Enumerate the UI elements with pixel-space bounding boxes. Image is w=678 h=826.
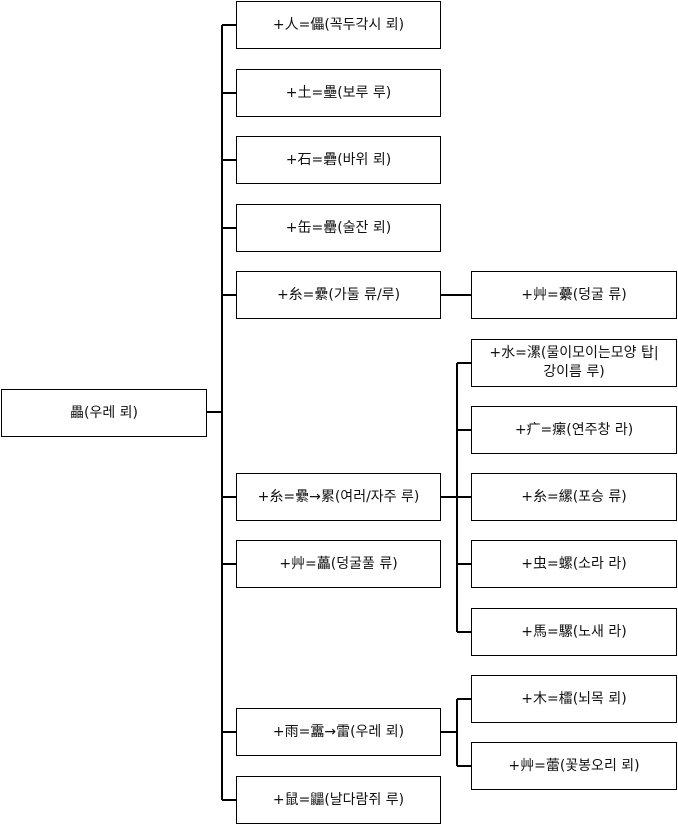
- grandchild-node-6a: +水=漯(물이모이는모양 탑| 강이름 루): [471, 339, 677, 387]
- grandchild-node-5a-label: +艸=虆(덩굴 류): [521, 286, 627, 303]
- child-node-9-label: +鼠=鼺(날다람쥐 루): [272, 791, 405, 808]
- child-node-4: +缶=罍(술잔 뢰): [236, 204, 441, 252]
- grandchild-node-6c-label: +糸=縲(포승 류): [521, 488, 627, 505]
- child-node-5-label: +糸=纍(가둘 류/루): [276, 286, 401, 303]
- child-node-6: +糸=纍→累(여러/자주 루): [236, 473, 441, 521]
- grandchild-node-8b: +艸=蕾(꽃봉오리 뢰): [471, 742, 677, 790]
- grandchild-node-6b: +疒=瘰(연주창 라): [471, 406, 677, 454]
- grandchild-node-6e: +馬=騾(노새 라): [471, 608, 677, 656]
- root-node: 畾(우레 뢰): [1, 389, 207, 437]
- child-node-8: +雨=靁→雷(우레 뢰): [236, 708, 441, 756]
- grandchild-node-6d: +虫=螺(소라 라): [471, 540, 677, 588]
- child-node-8-label: +雨=靁→雷(우레 뢰): [272, 723, 405, 740]
- child-node-6-label: +糸=纍→累(여러/자주 루): [257, 488, 420, 505]
- grandchild-node-6e-label: +馬=騾(노새 라): [521, 623, 627, 640]
- child-node-2: +土=壘(보루 루): [236, 69, 441, 117]
- child-node-3: +石=礨(바위 뢰): [236, 136, 441, 184]
- grandchild-node-8b-label: +艸=蕾(꽃봉오리 뢰): [508, 757, 640, 774]
- child-node-4-label: +缶=罍(술잔 뢰): [285, 219, 392, 236]
- root-node-label: 畾(우레 뢰): [69, 404, 138, 421]
- grandchild-node-6d-label: +虫=螺(소라 라): [521, 555, 627, 572]
- grandchild-node-6c: +糸=縲(포승 류): [471, 473, 677, 521]
- child-node-1: +人=儡(꼭두각시 뢰): [236, 1, 441, 49]
- grandchild-node-8a: +木=檑(뇌목 뢰): [471, 675, 677, 723]
- child-node-2-label: +土=壘(보루 루): [285, 84, 392, 101]
- child-node-9: +鼠=鼺(날다람쥐 루): [236, 776, 441, 824]
- child-node-7-label: +艸=藟(덩굴풀 류): [279, 555, 398, 572]
- grandchild-node-5a: +艸=虆(덩굴 류): [471, 271, 677, 319]
- child-node-3-label: +石=礨(바위 뢰): [285, 151, 392, 168]
- grandchild-node-6b-label: +疒=瘰(연주창 라): [514, 421, 634, 438]
- child-node-7: +艸=藟(덩굴풀 류): [236, 540, 441, 588]
- child-node-1-label: +人=儡(꼭두각시 뢰): [272, 16, 405, 33]
- grandchild-node-8a-label: +木=檑(뇌목 뢰): [521, 690, 627, 707]
- child-node-5: +糸=纍(가둘 류/루): [236, 271, 441, 319]
- grandchild-node-6a-label: +水=漯(물이모이는모양 탑| 강이름 루): [489, 345, 659, 380]
